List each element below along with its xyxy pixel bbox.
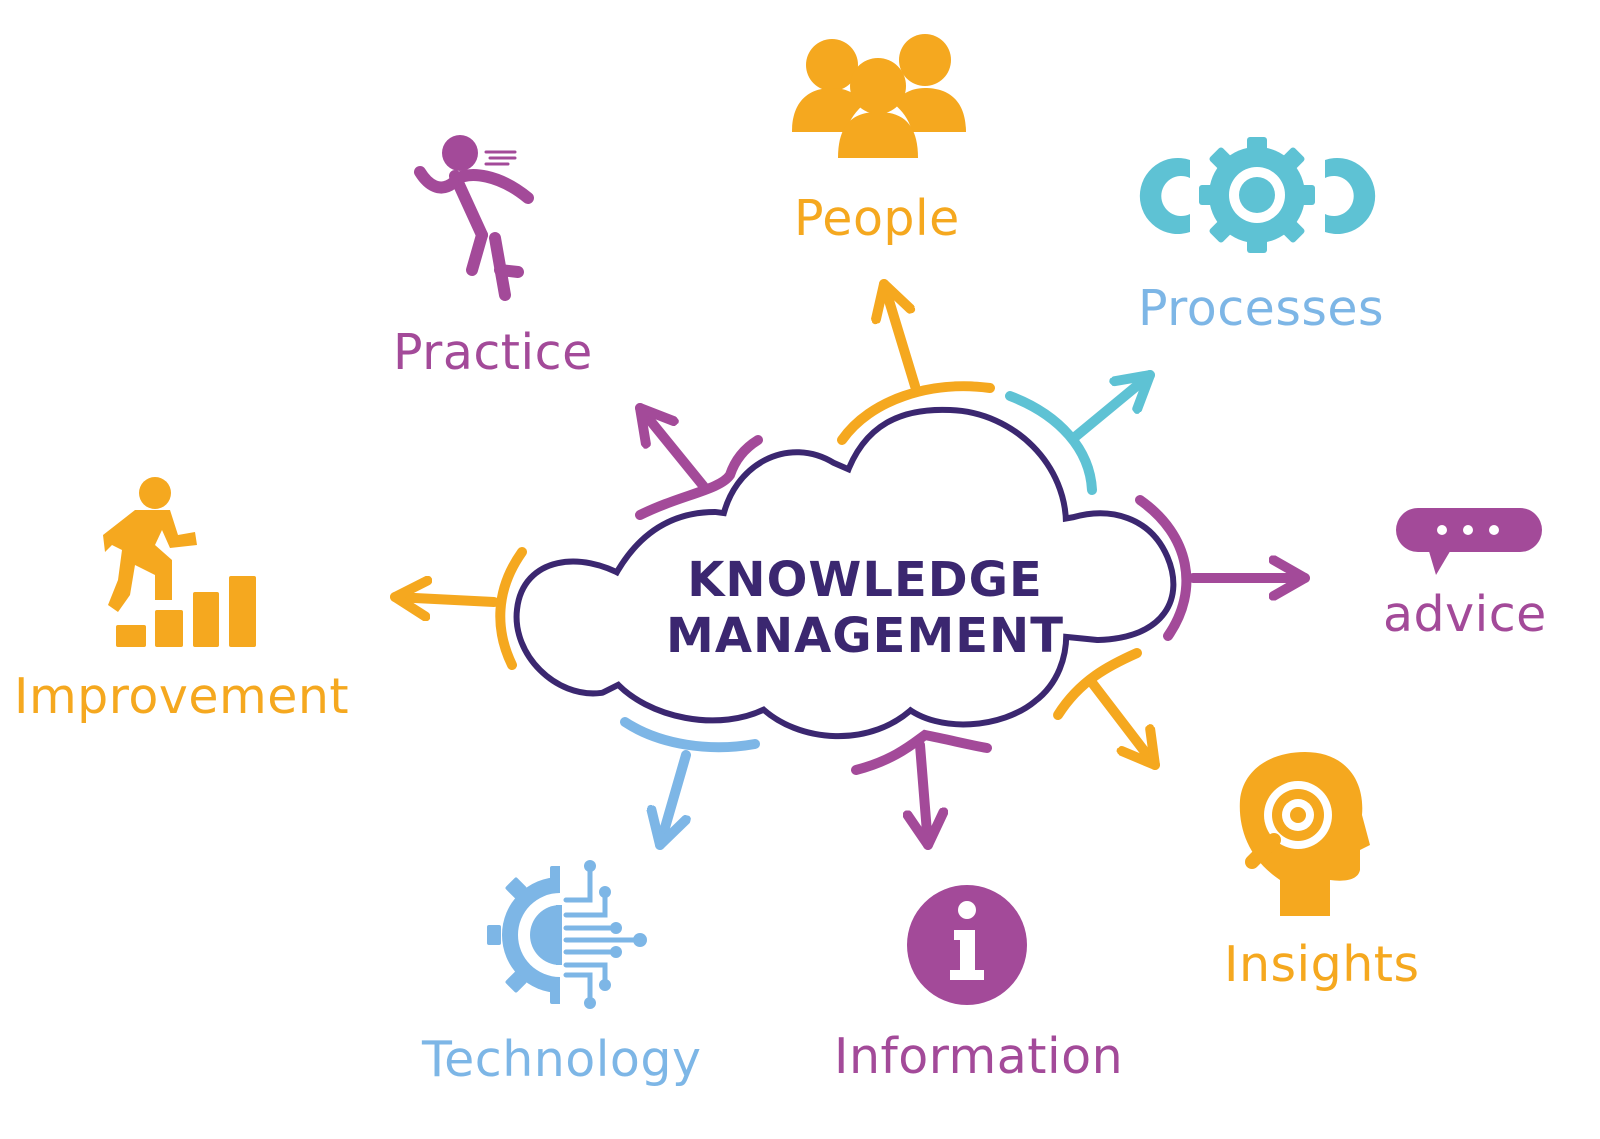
label-improvement: Improvement bbox=[14, 668, 350, 725]
arrow-people bbox=[884, 279, 920, 391]
label-technology: Technology bbox=[422, 1031, 702, 1088]
people-group-icon bbox=[792, 34, 966, 158]
arrow-insights bbox=[1085, 675, 1160, 770]
cloud-arcs bbox=[495, 381, 1192, 775]
arrows bbox=[390, 279, 1310, 850]
arc-improvement bbox=[495, 547, 527, 670]
center-title-line2: MANAGEMENT bbox=[666, 608, 1064, 664]
gears-icon bbox=[1139, 137, 1376, 253]
tech-gear-circuit-icon bbox=[487, 860, 647, 1009]
central-cloud bbox=[513, 406, 1177, 740]
arrow-practice bbox=[635, 403, 710, 493]
arc-insights bbox=[1053, 648, 1142, 720]
arrow-information bbox=[920, 740, 928, 850]
running-person-icon bbox=[414, 135, 534, 301]
label-people: People bbox=[794, 190, 960, 247]
arrow-processes bbox=[1070, 370, 1155, 442]
arc-practice bbox=[635, 435, 763, 520]
center-title-line1: KNOWLEDGE bbox=[687, 552, 1043, 608]
label-insights: Insights bbox=[1224, 936, 1420, 993]
info-circle-icon bbox=[907, 885, 1027, 1005]
head-magnifier-icon bbox=[1239, 752, 1370, 916]
arc-information bbox=[851, 729, 992, 775]
label-information: Information bbox=[834, 1028, 1124, 1085]
arc-people bbox=[837, 381, 995, 445]
climbing-stairs-icon bbox=[103, 477, 256, 647]
arrow-technology bbox=[660, 750, 691, 850]
label-practice: Practice bbox=[393, 324, 593, 381]
arc-processes bbox=[1005, 391, 1097, 495]
speech-bubble-icon bbox=[1396, 508, 1542, 575]
arc-technology bbox=[620, 717, 760, 753]
arc-advice bbox=[1135, 495, 1192, 641]
label-processes: Processes bbox=[1138, 280, 1385, 337]
label-advice: advice bbox=[1383, 586, 1547, 643]
arrow-improvement bbox=[390, 597, 499, 602]
